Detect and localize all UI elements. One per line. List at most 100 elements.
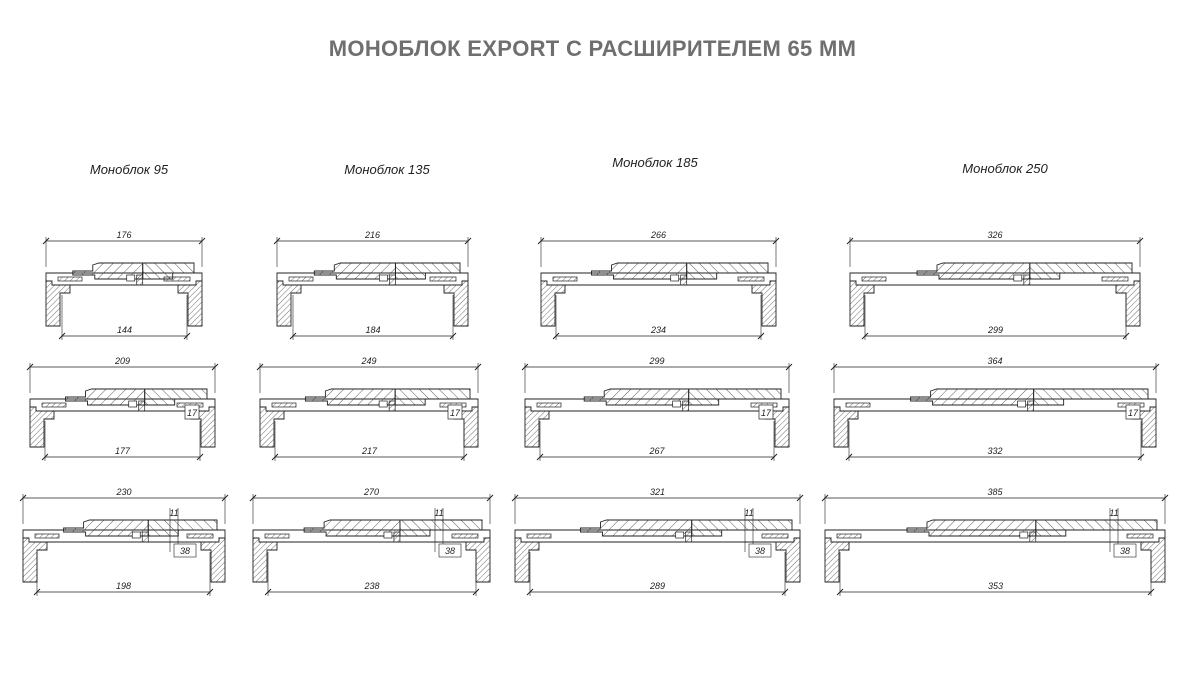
side-dimension-box xyxy=(447,404,463,420)
timber-left xyxy=(303,519,401,537)
seal-strip-left xyxy=(836,533,862,539)
connector-block xyxy=(383,531,393,539)
dimension-tick xyxy=(221,494,229,502)
side-dimension-box xyxy=(438,543,462,558)
timber-left xyxy=(72,262,144,280)
connector-block xyxy=(1027,400,1034,412)
seal-strip-left xyxy=(41,402,67,408)
dimension-tick xyxy=(196,453,204,461)
timber-right xyxy=(144,388,208,406)
dimension-bottom-label: 332 xyxy=(987,446,1002,456)
timber-right xyxy=(1035,519,1158,537)
seal-strip-left xyxy=(526,533,552,539)
timber-right xyxy=(394,388,471,406)
frame-left-leg xyxy=(259,406,285,448)
connector-block xyxy=(1029,531,1037,543)
profile-drawing: 364 332 17 xyxy=(830,356,1160,461)
seal-strip-right xyxy=(186,533,214,539)
frame-right-leg xyxy=(775,537,801,583)
dimension-top-label: 364 xyxy=(987,356,1002,366)
frame-left-leg xyxy=(524,406,550,448)
connector-block xyxy=(379,274,388,282)
dimension-tick xyxy=(474,363,482,371)
dimension-tick xyxy=(41,453,49,461)
connector-block xyxy=(1017,400,1026,408)
dimension-tick xyxy=(211,363,219,371)
dimension-tick xyxy=(58,332,66,340)
dimension-tick xyxy=(206,588,214,596)
connector-block xyxy=(126,274,136,282)
dimension-tick xyxy=(1137,453,1145,461)
dimension-tick xyxy=(183,332,191,340)
dimension-tick xyxy=(836,588,844,596)
dimension-top-label: 230 xyxy=(115,487,131,497)
seal-strip-right xyxy=(761,533,789,539)
connector-block xyxy=(1019,531,1029,539)
frame-left-leg xyxy=(45,280,71,327)
dimension-top-label: 299 xyxy=(648,356,664,366)
seal-strip-right xyxy=(163,276,191,282)
dimension-bottom-label: 289 xyxy=(649,581,665,591)
timber-right xyxy=(691,519,793,537)
side-dimension-box xyxy=(184,404,200,420)
dimension-top-label: 326 xyxy=(987,230,1002,240)
dimension-top-label: 321 xyxy=(650,487,665,497)
dimension-tick xyxy=(19,494,27,502)
connector-block xyxy=(670,274,680,282)
seal-strip-left xyxy=(264,533,290,539)
dimension-tick xyxy=(830,363,838,371)
column-heading-95: Моноблок 95 xyxy=(89,162,169,177)
connector-block xyxy=(675,531,685,539)
frame-left-leg xyxy=(22,537,48,583)
dimension-bottom-label: 238 xyxy=(363,581,379,591)
dimension-top-label: 176 xyxy=(116,230,131,240)
dimension-bottom-label: 217 xyxy=(361,446,378,456)
dimension-tick xyxy=(1136,237,1144,245)
side-dimension-box xyxy=(173,543,197,558)
column-heading-250: Моноблок 250 xyxy=(962,161,1048,176)
dimension-tick xyxy=(796,494,804,502)
dimension-bottom-label: 299 xyxy=(987,325,1003,335)
frame-right-leg xyxy=(177,280,203,327)
seal-strip-right xyxy=(1126,533,1154,539)
dimension-bottom-label: 144 xyxy=(117,325,132,335)
dimension-tick xyxy=(460,453,468,461)
seal-strip-left xyxy=(34,533,60,539)
frame-left-leg xyxy=(514,537,540,583)
frame-left-leg xyxy=(833,406,859,448)
dimension-tick xyxy=(861,332,869,340)
frame-left-leg xyxy=(29,406,55,448)
timber-right xyxy=(1029,262,1133,280)
small-dimension-label: 11 xyxy=(169,508,178,518)
connector-block xyxy=(393,531,401,543)
side-dimension-label: 38 xyxy=(755,546,765,556)
small-dimension-label: 11 xyxy=(744,508,753,518)
timber-right xyxy=(688,388,782,406)
dimension-tick xyxy=(552,332,560,340)
seal-strip-right xyxy=(429,276,457,282)
dimension-top-label: 209 xyxy=(114,356,130,366)
connector-block xyxy=(672,400,682,408)
timber-left xyxy=(65,388,146,406)
timber-left xyxy=(906,519,1037,537)
side-dimension-label: 17 xyxy=(1128,408,1139,418)
dimension-tick xyxy=(256,363,264,371)
timber-left xyxy=(916,262,1031,280)
seal-strip-right xyxy=(737,276,765,282)
side-dimension-box xyxy=(1125,404,1141,420)
profile-drawing: 326 299 xyxy=(846,230,1144,340)
timber-left xyxy=(591,262,688,280)
timber-right xyxy=(142,262,195,280)
side-dimension-label: 38 xyxy=(1120,546,1130,556)
seal-strip-left xyxy=(861,276,887,282)
dimension-tick xyxy=(271,453,279,461)
dimension-tick xyxy=(757,332,765,340)
side-dimension-label: 17 xyxy=(450,408,461,418)
dimension-tick xyxy=(845,453,853,461)
seal-strip-right xyxy=(451,533,479,539)
frame-right-leg xyxy=(751,280,777,327)
